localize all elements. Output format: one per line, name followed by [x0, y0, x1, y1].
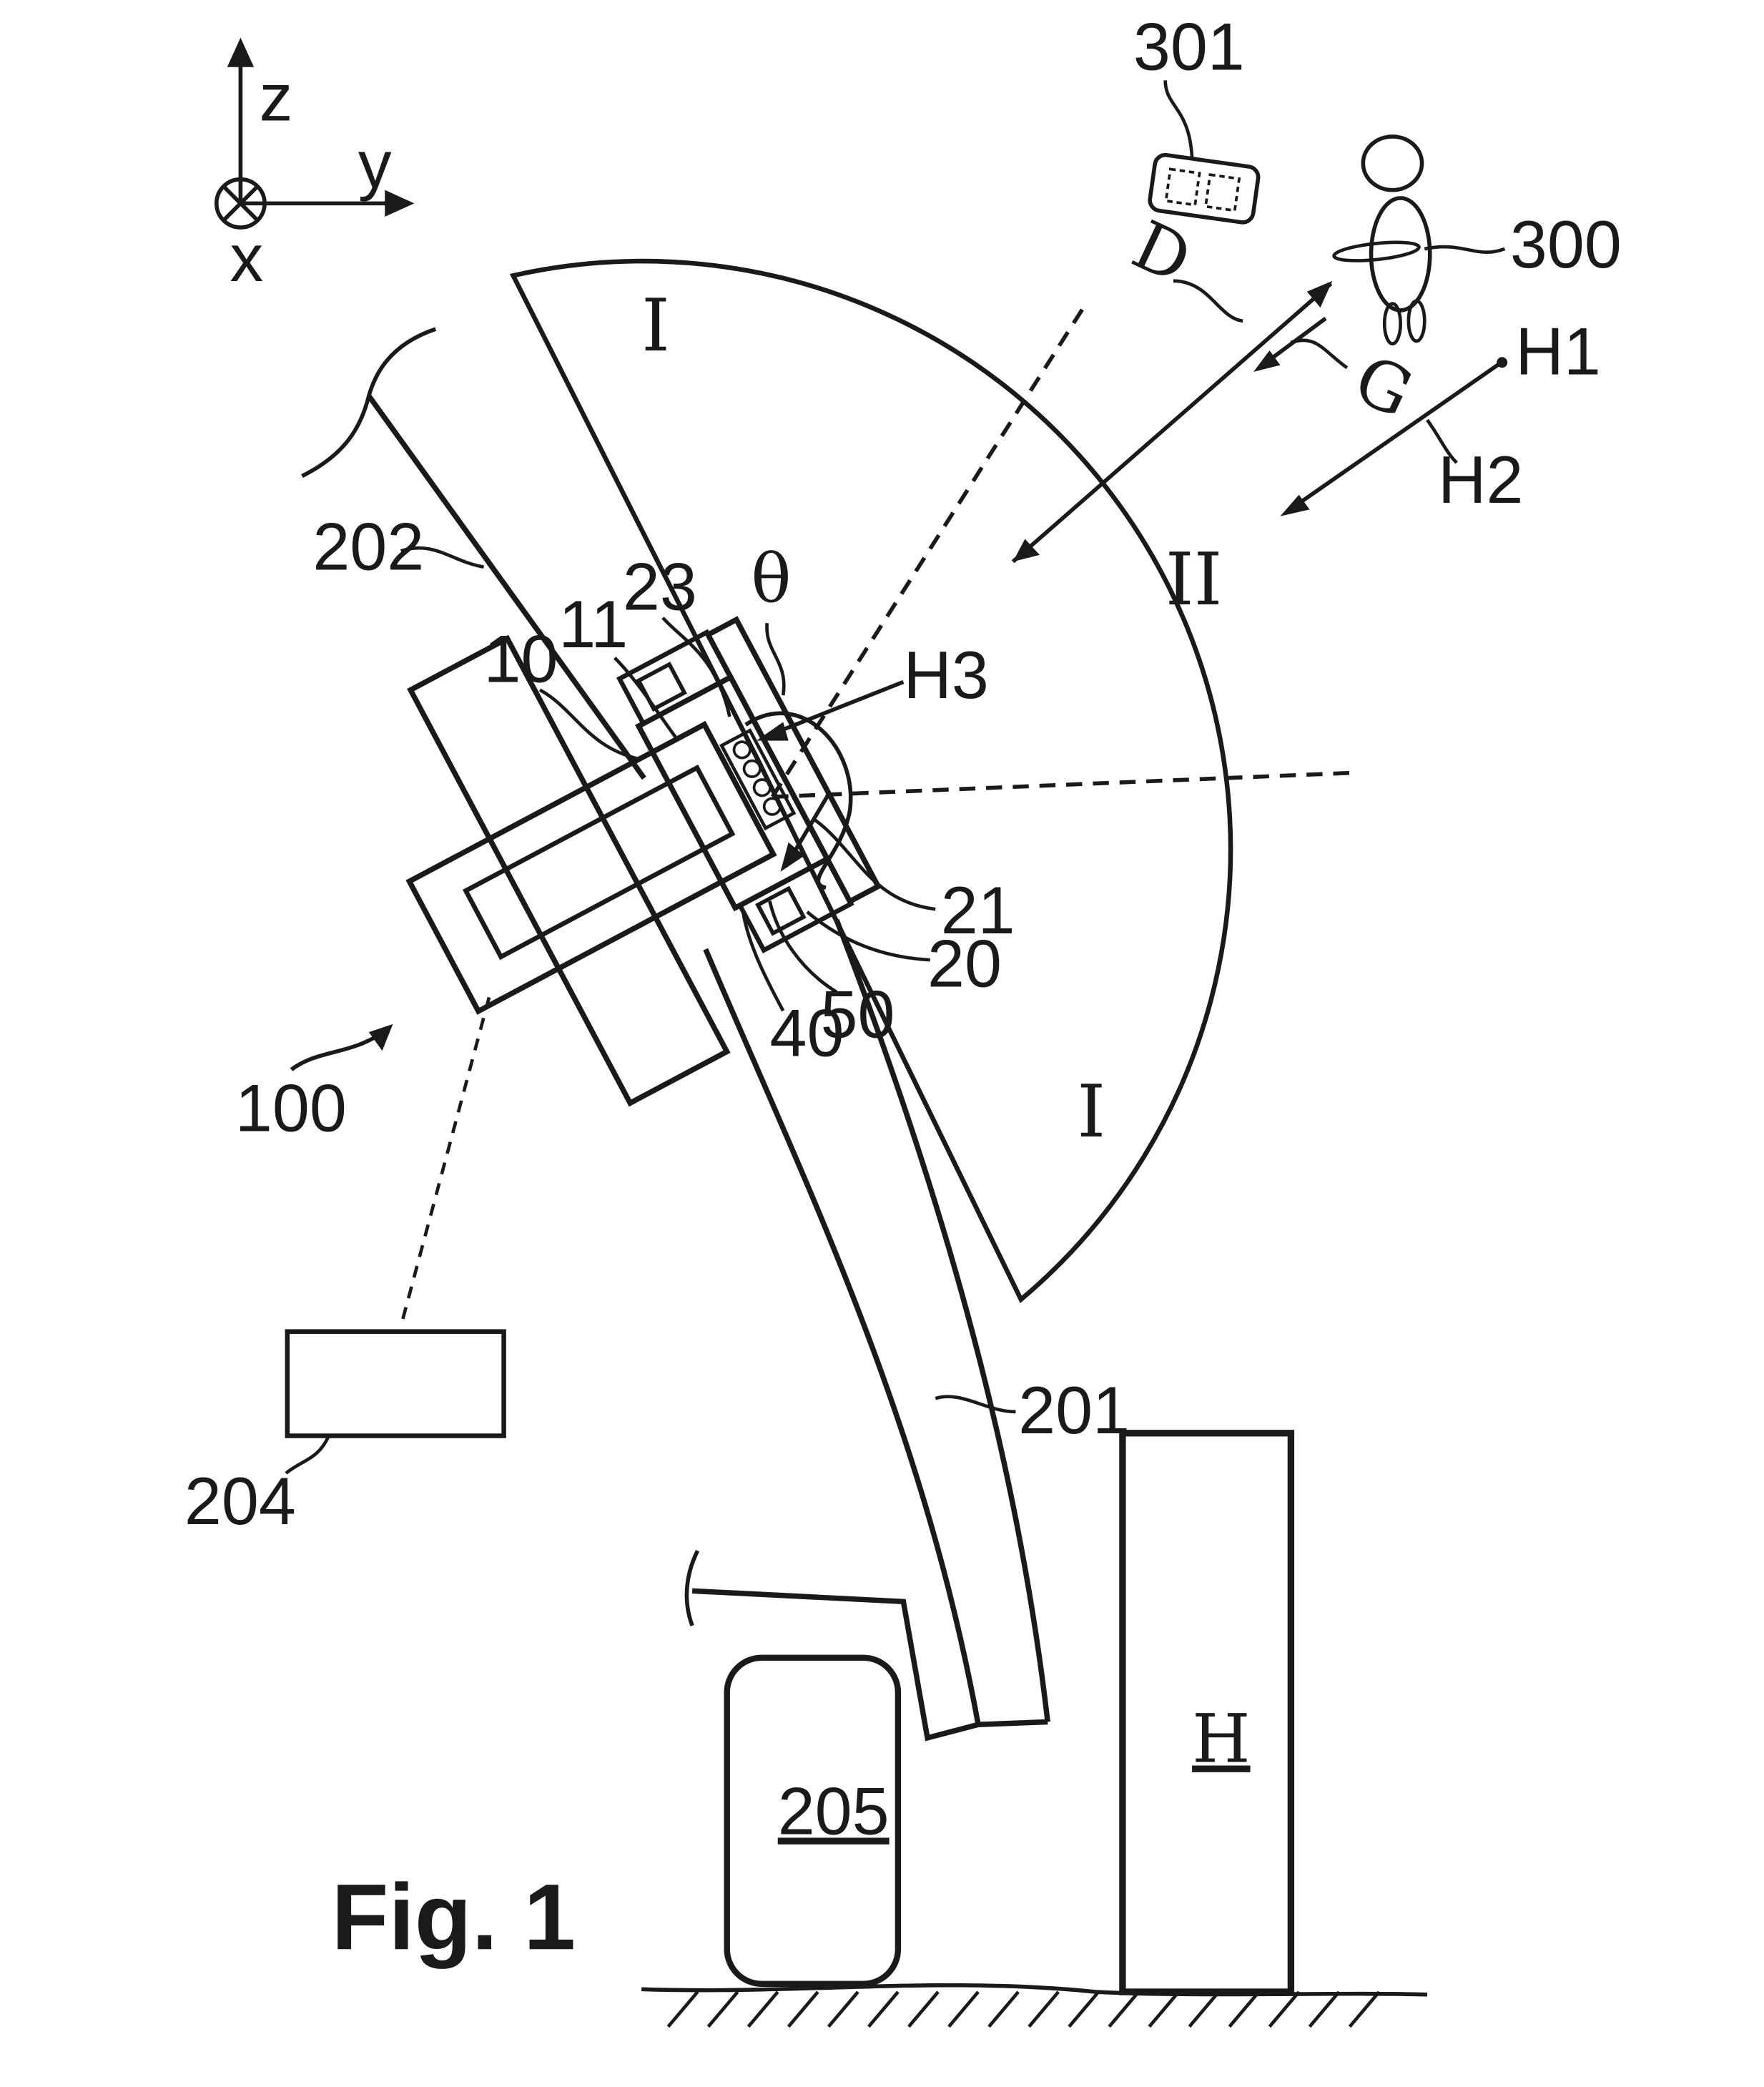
label-21: 21 [941, 873, 1015, 948]
label-300: 300 [1510, 207, 1622, 282]
figure-caption: Fig. 1 [331, 1865, 576, 1969]
person-300: 300 [1332, 134, 1622, 345]
x-axis-label: x [230, 220, 263, 295]
obstacle-H: H [1119, 1430, 1295, 1995]
coordinate-axes: z y x [214, 37, 415, 295]
z-axis-label: z [260, 59, 293, 134]
label-H: H [1192, 1701, 1250, 1779]
label-H2: H2 [1438, 442, 1523, 517]
label-11: 11 [558, 586, 628, 662]
support-arm-201: 201 [684, 918, 1130, 1742]
label-204: 204 [184, 1463, 296, 1538]
zone-I-lower-label: I [1077, 1069, 1105, 1154]
label-301: 301 [1133, 9, 1245, 84]
angle-indicator: θ H3 [744, 540, 989, 890]
label-23: 23 [623, 549, 697, 624]
label-40: 40 [770, 996, 844, 1071]
base-unit-205: 205 [724, 1654, 902, 1988]
zone-I-upper-label: I [641, 283, 670, 368]
coverage-sector: I II I [509, 258, 1353, 1304]
device-reference-labels: 23 11 10 21 20 50 40 100 [235, 549, 1015, 1146]
theta-symbol: θ [751, 540, 791, 618]
ground-line [641, 1983, 1428, 2028]
label-205: 205 [778, 1773, 890, 1848]
control-unit-204: 204 [184, 996, 506, 1538]
label-201: 201 [1018, 1372, 1130, 1448]
label-10: 10 [484, 621, 558, 696]
x-axis-into-page-icon [214, 177, 267, 230]
label-H3: H3 [903, 637, 988, 712]
label-100: 100 [235, 1070, 347, 1145]
label-50: 50 [821, 977, 895, 1052]
camera-device-100 [405, 616, 882, 1107]
label-G: G [1343, 340, 1424, 433]
label-H1: H1 [1515, 314, 1600, 389]
support-arm-202: 202 [301, 327, 646, 780]
remote-device-301: 301 [1133, 9, 1261, 225]
zone-II-label: II [1166, 537, 1223, 622]
y-axis-label: y [358, 127, 392, 202]
label-20: 20 [927, 926, 1002, 1001]
label-202: 202 [312, 509, 424, 584]
